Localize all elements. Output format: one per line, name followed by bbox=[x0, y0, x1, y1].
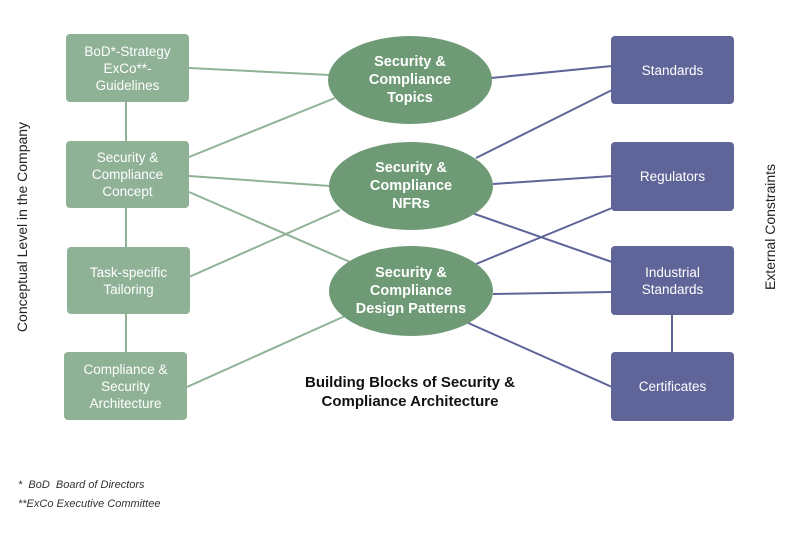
box-task-specific-tailoring: Task-specific Tailoring bbox=[67, 247, 190, 314]
box-bod-strategy: BoD*-Strategy ExCo**- Guidelines bbox=[66, 34, 189, 102]
box-certificates: Certificates bbox=[611, 352, 734, 421]
link-concept-nfrs bbox=[188, 175, 331, 187]
box-security-compliance-concept: Security & Compliance Concept bbox=[66, 141, 189, 208]
box-standards: Standards bbox=[611, 36, 734, 104]
link-patterns-regulators bbox=[475, 207, 613, 265]
node-nfrs: Security & Compliance NFRs bbox=[329, 142, 493, 230]
node-design-patterns: Security & Compliance Design Patterns bbox=[329, 246, 493, 336]
link-patterns-certificates bbox=[465, 321, 613, 388]
diagram-caption: Building Blocks of Security & Compliance… bbox=[304, 374, 516, 410]
node-topics: Security & Compliance Topics bbox=[328, 36, 492, 124]
link-concept-topics bbox=[188, 97, 336, 158]
box-industrial-standards: Industrial Standards bbox=[611, 246, 734, 315]
link-nfrs-regulators bbox=[492, 175, 613, 185]
link-architecture-patterns bbox=[186, 315, 346, 388]
box-regulators: Regulators bbox=[611, 142, 734, 211]
box-compliance-security-architecture: Compliance & Security Architecture bbox=[64, 352, 187, 420]
right-axis-label: External Constraints bbox=[762, 163, 778, 291]
link-concept-patterns bbox=[188, 191, 351, 263]
link-topics-standards bbox=[490, 65, 613, 79]
footnote-exco: **ExCo Executive Committee bbox=[18, 498, 161, 510]
footnote-bod: * BoD Board of Directors bbox=[18, 479, 145, 491]
link-tailoring-nfrs bbox=[188, 209, 341, 278]
link-nfrs-standards bbox=[475, 89, 613, 159]
link-bod-topics bbox=[188, 67, 331, 76]
link-patterns-industrial bbox=[492, 291, 613, 295]
left-axis-label: Conceptual Level in the Company bbox=[14, 121, 30, 333]
